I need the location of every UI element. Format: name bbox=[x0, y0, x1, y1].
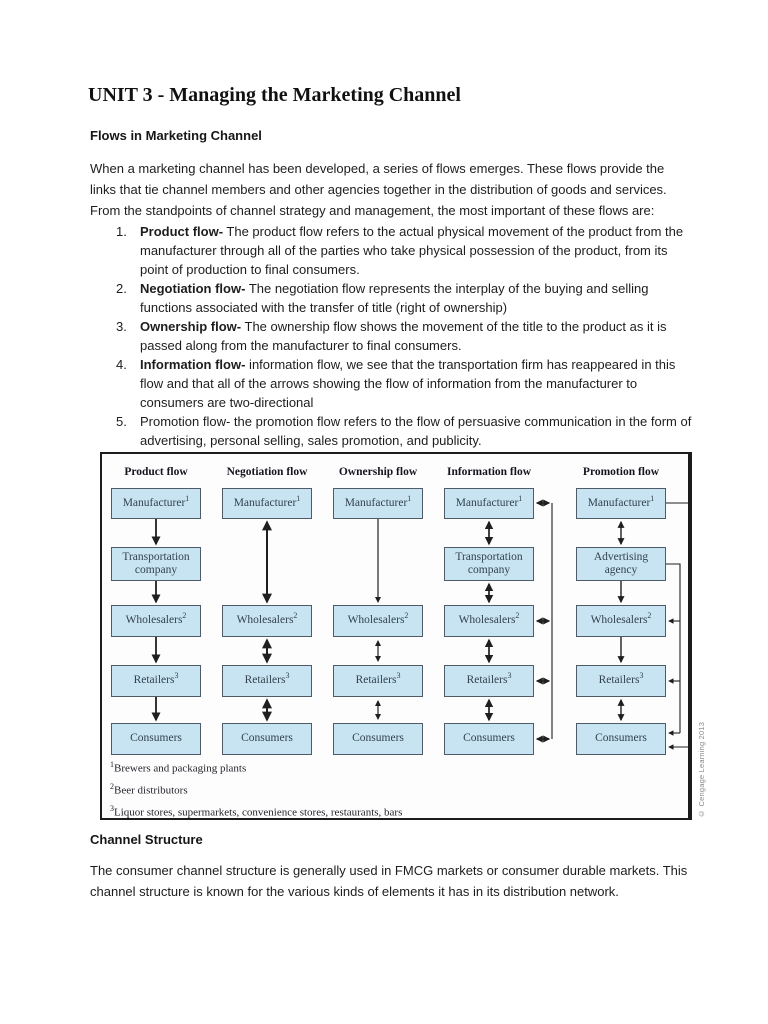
box-wholesalers: Wholesalers2 bbox=[444, 605, 534, 637]
column-header-product: Product flow bbox=[124, 466, 188, 478]
list-number: 2. bbox=[116, 281, 127, 296]
box-retailers: Retailers3 bbox=[333, 665, 423, 697]
section-heading-structure: Channel Structure bbox=[90, 832, 203, 847]
figure-footnotes: 1Brewers and packaging plants 2Beer dist… bbox=[110, 756, 530, 822]
list-lead: Product flow- bbox=[140, 224, 224, 239]
box-retailers: Retailers3 bbox=[111, 665, 201, 697]
footnote: 2Beer distributors bbox=[110, 782, 188, 797]
box-manufacturer: Manufacturer1 bbox=[444, 488, 534, 519]
box-wholesalers: Wholesalers2 bbox=[111, 605, 201, 637]
box-wholesalers: Wholesalers2 bbox=[222, 605, 312, 637]
marketing-flows-figure: Product flow Negotiation flow Ownership … bbox=[100, 452, 692, 820]
column-header-ownership: Ownership flow bbox=[338, 466, 418, 478]
box-consumers: Consumers bbox=[333, 723, 423, 755]
list-text: Negotiation flow- The negotiation flow r… bbox=[140, 279, 692, 317]
footnote: 3Liquor stores, supermarkets, convenienc… bbox=[110, 804, 403, 819]
page-title: UNIT 3 - Managing the Marketing Channel bbox=[88, 84, 461, 106]
copyright-credit: © Cengage Learning 2013 bbox=[697, 721, 706, 818]
box-retailers: Retailers3 bbox=[222, 665, 312, 697]
list-rest: The ownership flow shows the movement of… bbox=[140, 319, 667, 353]
intro-paragraph: When a marketing channel has been develo… bbox=[90, 161, 667, 218]
column-header-promotion: Promotion flow bbox=[582, 466, 660, 478]
list-lead: Negotiation flow- bbox=[140, 281, 246, 296]
box-wholesalers: Wholesalers2 bbox=[333, 605, 423, 637]
list-rest: The negotiation flow represents the inte… bbox=[140, 281, 649, 315]
list-text: Product flow- The product flow refers to… bbox=[140, 222, 692, 279]
list-number: 1. bbox=[116, 224, 127, 239]
list-item: 1. Product flow- The product flow refers… bbox=[90, 222, 692, 279]
list-number: 5. bbox=[116, 414, 127, 429]
list-text: Information flow- information flow, we s… bbox=[140, 355, 692, 412]
section-heading-flows: Flows in Marketing Channel bbox=[90, 128, 262, 143]
box-consumers: Consumers bbox=[111, 723, 201, 755]
box-transportation-company: Transportation company bbox=[111, 547, 201, 581]
box-consumers: Consumers bbox=[576, 723, 666, 755]
box-manufacturer: Manufacturer1 bbox=[576, 488, 666, 519]
box-wholesalers: Wholesalers2 bbox=[576, 605, 666, 637]
structure-paragraph: The consumer channel structure is genera… bbox=[90, 863, 688, 899]
box-transportation-company: Transportation company bbox=[444, 547, 534, 581]
box-consumers: Consumers bbox=[222, 723, 312, 755]
footnote: 1Brewers and packaging plants bbox=[110, 760, 247, 775]
box-manufacturer: Manufacturer1 bbox=[333, 488, 423, 519]
list-item: 5. Promotion flow- the promotion flow re… bbox=[90, 412, 692, 450]
list-number: 4. bbox=[116, 357, 127, 372]
list-text: Ownership flow- The ownership flow shows… bbox=[140, 317, 692, 355]
box-consumers: Consumers bbox=[444, 723, 534, 755]
list-item: 3. Ownership flow- The ownership flow sh… bbox=[90, 317, 692, 355]
list-item: 2. Negotiation flow- The negotiation flo… bbox=[90, 279, 692, 317]
list-item: 4. Information flow- information flow, w… bbox=[90, 355, 692, 412]
column-header-negotiation: Negotiation flow bbox=[226, 466, 308, 478]
box-manufacturer: Manufacturer1 bbox=[222, 488, 312, 519]
flow-arrows bbox=[151, 499, 688, 750]
list-rest: information flow, we see that the transp… bbox=[140, 357, 676, 410]
list-text: Promotion flow- the promotion flow refer… bbox=[140, 412, 692, 450]
list-rest: The product flow refers to the actual ph… bbox=[140, 224, 684, 277]
list-lead: Ownership flow- bbox=[140, 319, 242, 334]
box-retailers: Retailers3 bbox=[444, 665, 534, 697]
column-header-information: Information flow bbox=[446, 466, 531, 478]
box-advertising-agency: Advertising agency bbox=[576, 547, 666, 581]
flows-list: 1. Product flow- The product flow refers… bbox=[90, 222, 692, 450]
list-lead: Information flow- bbox=[140, 357, 246, 372]
list-number: 3. bbox=[116, 319, 127, 334]
list-rest: the promotion flow refers to the flow of… bbox=[140, 414, 692, 448]
box-manufacturer: Manufacturer1 bbox=[111, 488, 201, 519]
list-lead: Promotion flow- bbox=[140, 414, 231, 429]
box-retailers: Retailers3 bbox=[576, 665, 666, 697]
